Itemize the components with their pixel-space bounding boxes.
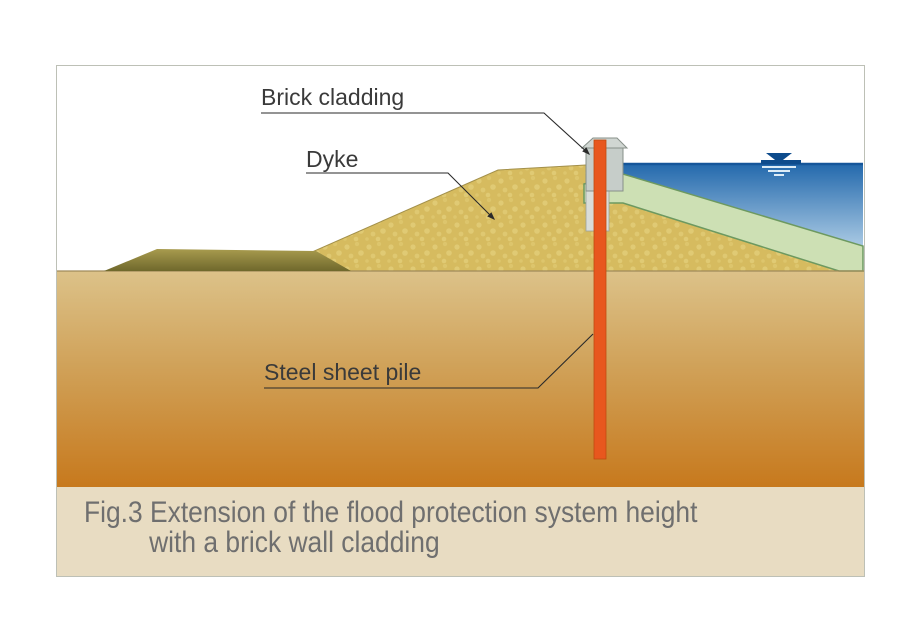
water-level-symbol <box>761 153 801 176</box>
figure: Brick cladding Dyke Steel sheet pile Fig… <box>56 65 865 577</box>
steel-pile <box>593 139 607 460</box>
caption-line-1: Fig.3 Extension of the flood protection … <box>84 496 698 529</box>
figure-caption: Fig.3 Extension of the flood protection … <box>84 498 697 558</box>
dyke-cross-section-diagram <box>57 66 864 487</box>
label-dyke: Dyke <box>306 146 359 172</box>
caption-band: Fig.3 Extension of the flood protection … <box>57 487 864 576</box>
leader-line-steel-sheet-pile <box>264 333 594 389</box>
leader-line-dyke <box>306 172 495 220</box>
leader-line-brick-cladding <box>261 112 590 155</box>
berm <box>104 249 351 271</box>
water <box>623 163 863 246</box>
caption-line-2: with a brick wall cladding <box>149 526 440 559</box>
soil <box>57 271 864 487</box>
label-steel-sheet-pile: Steel sheet pile <box>264 359 422 385</box>
label-brick-cladding: Brick cladding <box>261 84 405 110</box>
